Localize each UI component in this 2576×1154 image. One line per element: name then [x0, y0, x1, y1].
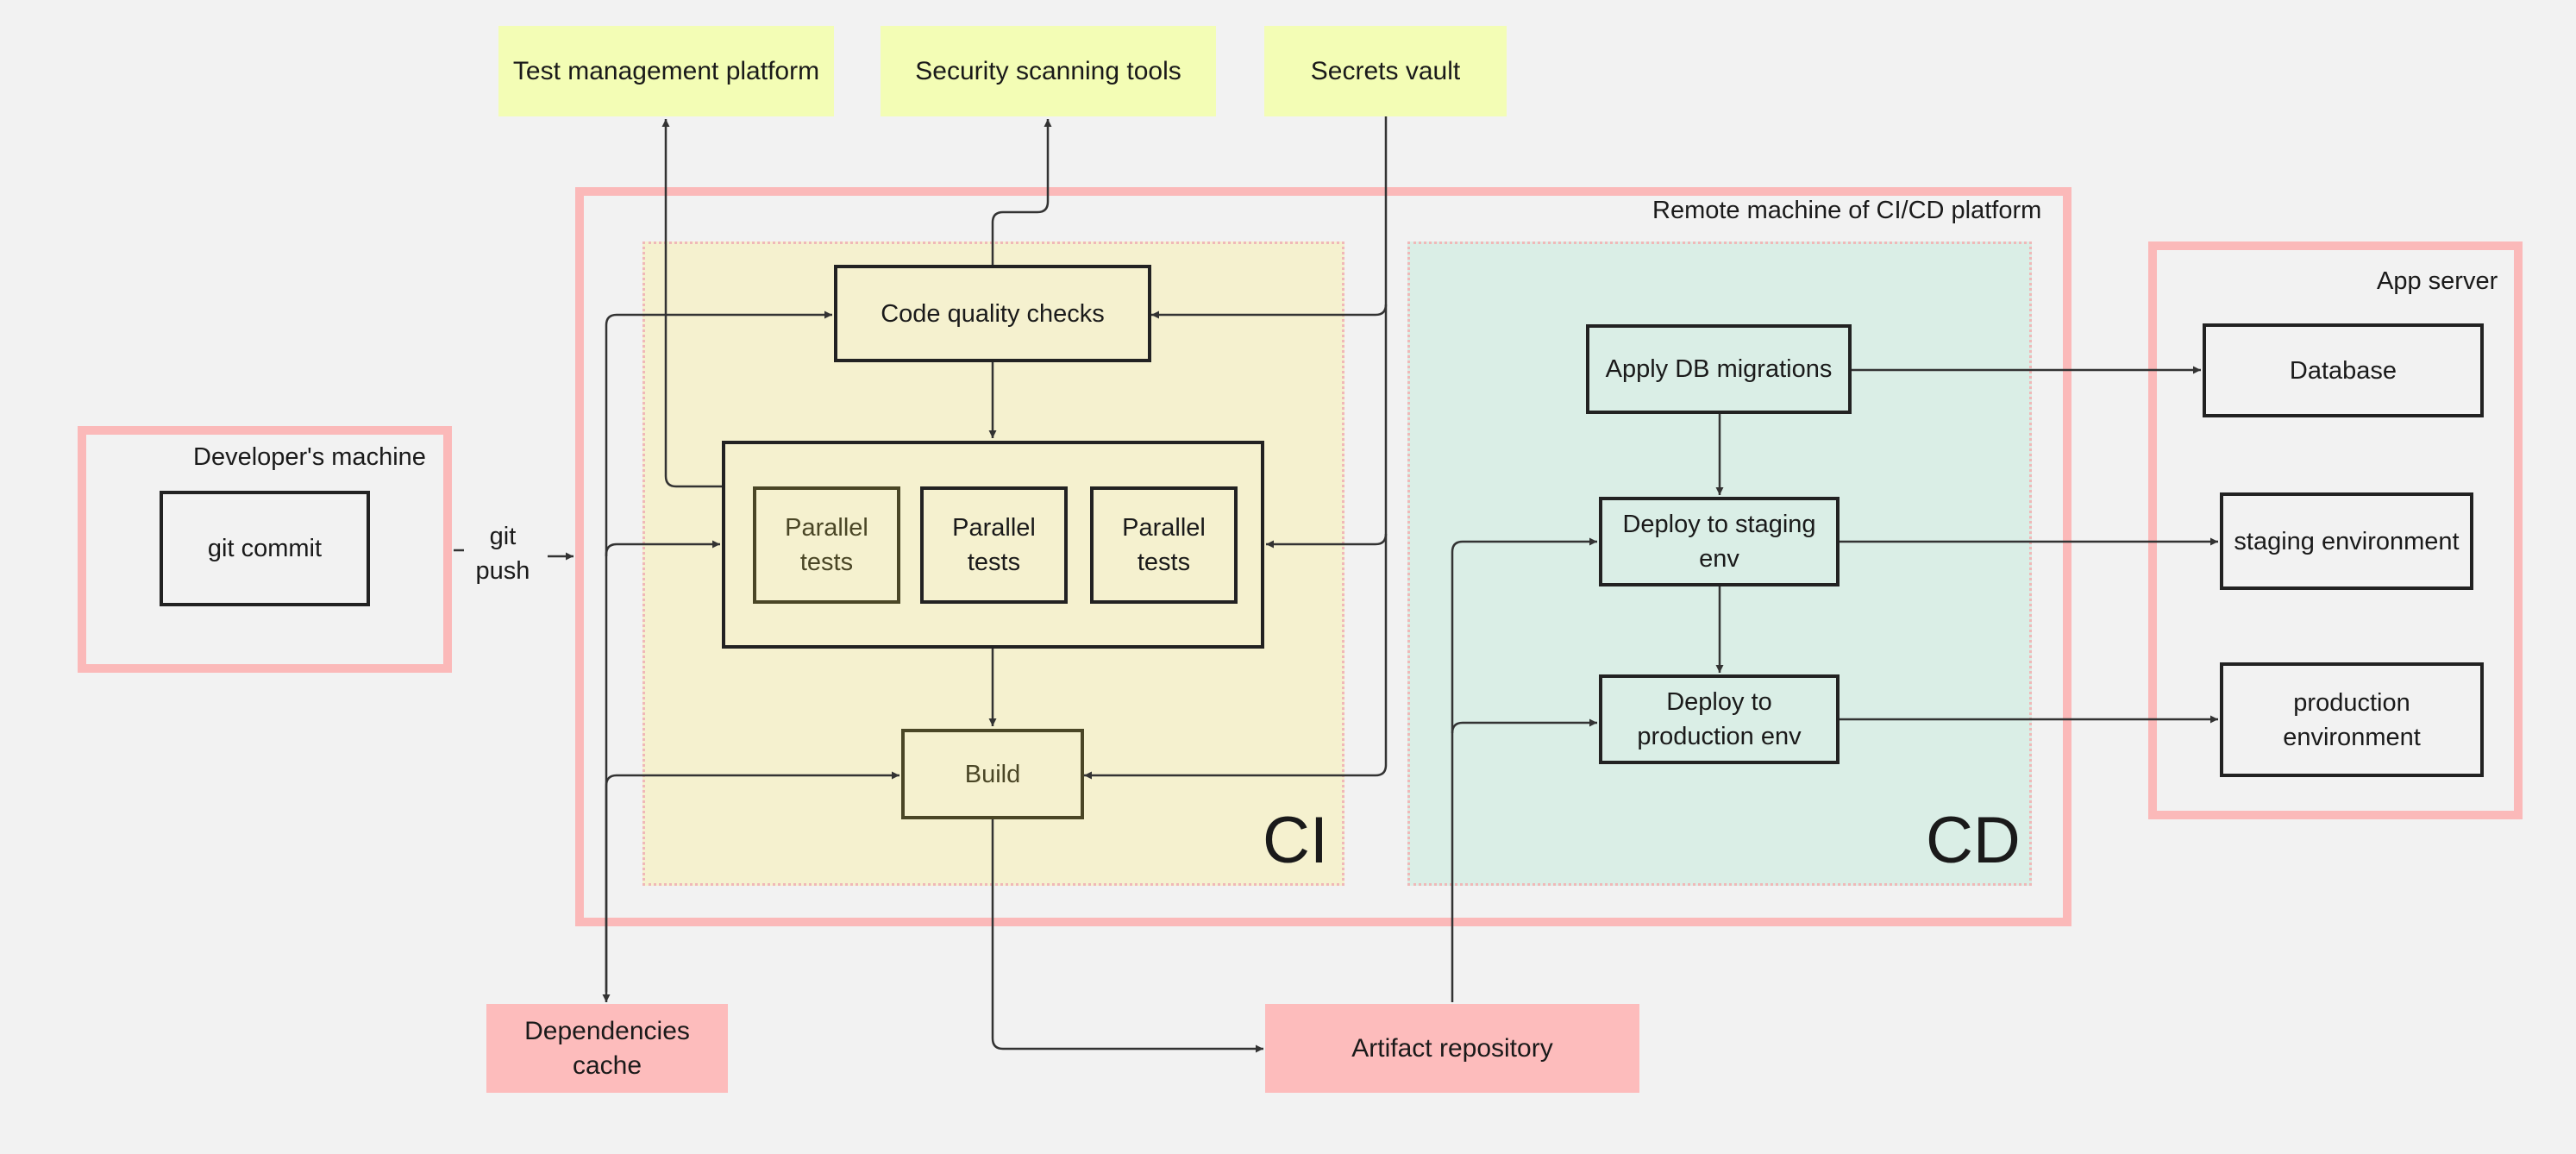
edge-code-quality-to-security	[991, 119, 1052, 265]
security-scanning-tools-box: Security scanning tools	[881, 26, 1216, 116]
parallel-tests-box-1: Parallel tests	[753, 486, 900, 604]
staging-environment-box: staging environment	[2220, 492, 2473, 590]
deploy-staging-box: Deploy to staging env	[1599, 497, 1840, 586]
dependencies-cache-box: Dependencies cache	[486, 1004, 728, 1093]
edge-secrets-to-build	[1084, 534, 1388, 780]
apply-db-migrations-box: Apply DB migrations	[1586, 324, 1852, 414]
edge-tests-to-test-management	[661, 119, 722, 488]
database-box: Database	[2203, 323, 2484, 417]
secrets-vault-box: Secrets vault	[1264, 26, 1507, 116]
remote-machine-frame	[575, 187, 2071, 926]
remote-machine-label: Remote machine of CI/CD platform	[1652, 197, 2042, 224]
git-commit-box: git commit	[160, 491, 370, 606]
developer-machine-frame	[78, 426, 452, 673]
app-server-frame	[2148, 241, 2523, 819]
edge-cache-to-tests	[605, 540, 720, 556]
production-environment-box: production environment	[2220, 662, 2484, 777]
edge-artifact-to-production	[1451, 718, 1597, 734]
cd-zone-label: CD	[1926, 804, 2021, 877]
ci-zone-label: CI	[1263, 804, 1328, 877]
git-push-label: git push	[464, 519, 542, 588]
edge-cache-to-code-quality	[605, 310, 832, 556]
edge-secrets-to-code-quality	[1151, 116, 1388, 319]
edge-secrets-to-tests	[1266, 304, 1388, 549]
edge-artifact-to-staging	[1451, 537, 1597, 1002]
code-quality-checks-box: Code quality checks	[834, 265, 1151, 362]
edge-build-to-artifact	[991, 819, 1263, 1053]
deploy-production-box: Deploy to production env	[1599, 674, 1840, 764]
test-management-platform-box: Test management platform	[498, 26, 834, 116]
parallel-tests-box-3: Parallel tests	[1090, 486, 1238, 604]
artifact-repository-box: Artifact repository	[1265, 1004, 1639, 1093]
developer-machine-label: Developer's machine	[193, 443, 426, 471]
edge-cache-to-build	[605, 771, 899, 992]
app-server-label: App server	[2377, 267, 2498, 295]
parallel-tests-box-2: Parallel tests	[920, 486, 1068, 604]
build-box: Build	[901, 729, 1084, 819]
